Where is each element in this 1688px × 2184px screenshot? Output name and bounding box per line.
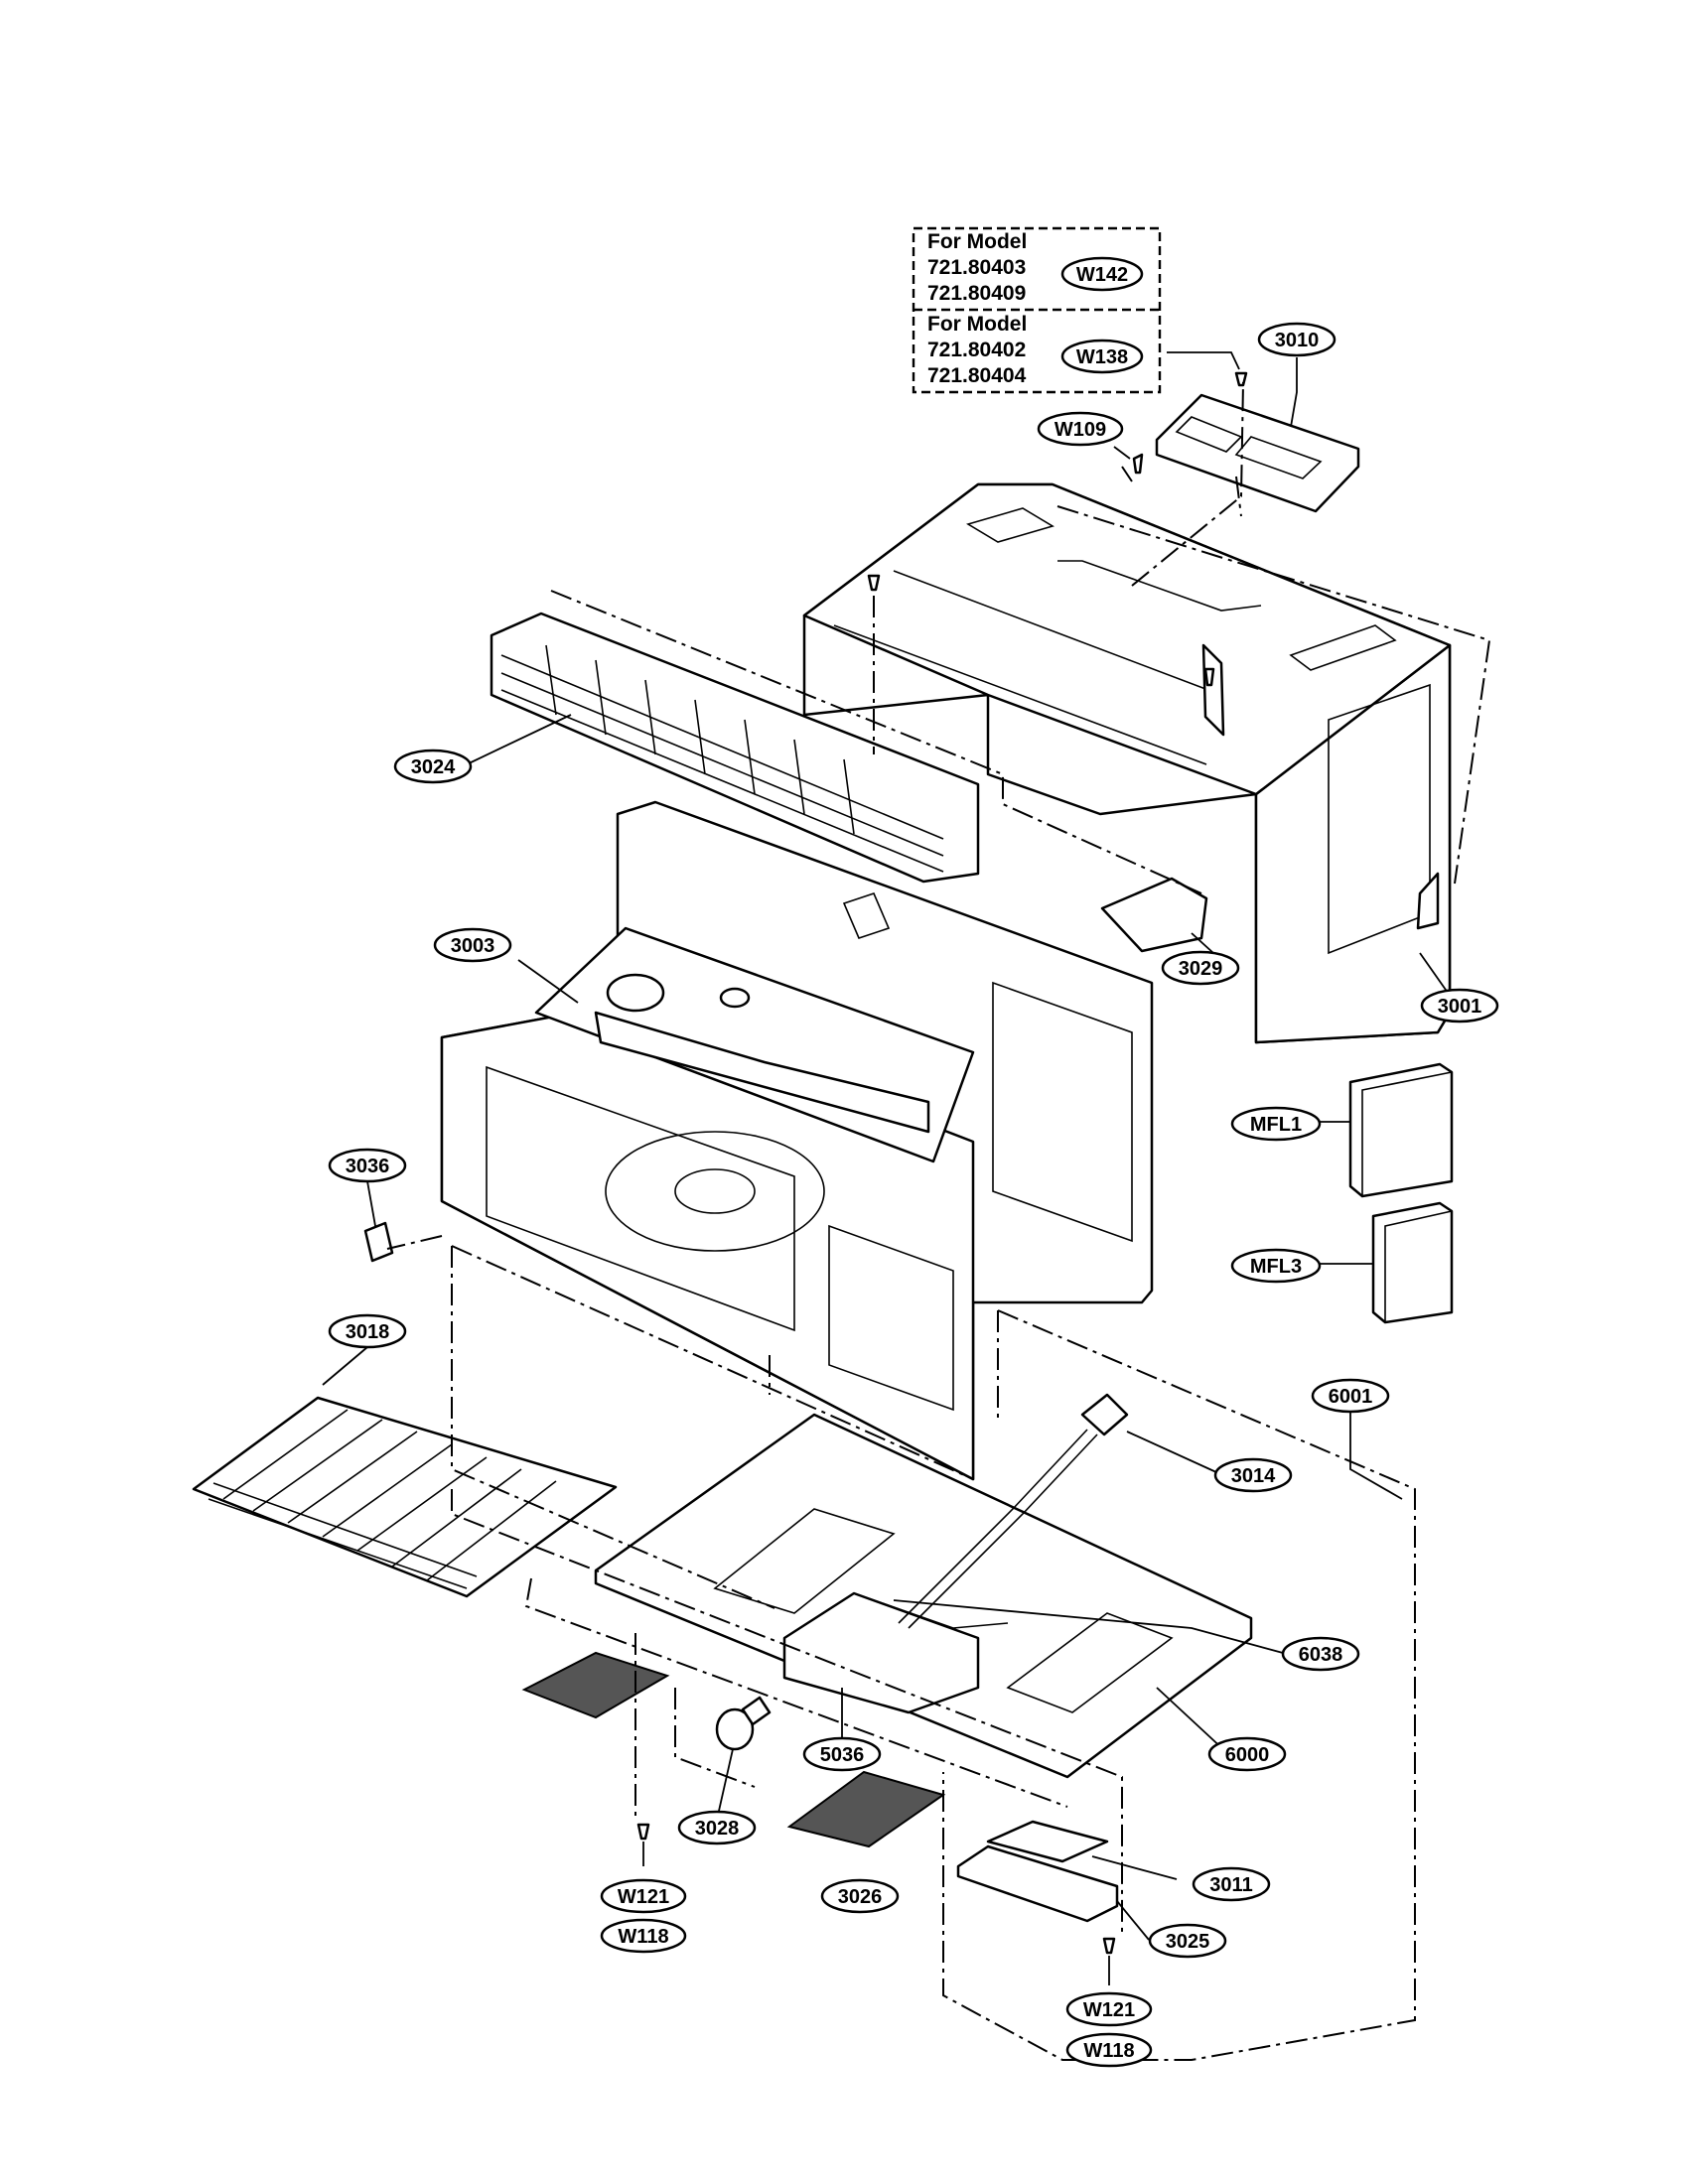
svg-text:3018: 3018 — [346, 1321, 390, 1343]
svg-text:6000: 6000 — [1225, 1744, 1270, 1766]
leader-lines — [322, 351, 1454, 1985]
rack-3018 — [192, 1396, 618, 1598]
model-note-box: For Model 721.80403 721.80409 For Model … — [912, 226, 1162, 394]
model-number: 721.80409 — [927, 282, 1026, 305]
callout-3025: 3025 — [1148, 1923, 1227, 1959]
svg-text:3011: 3011 — [1209, 1874, 1252, 1896]
latch-3036 — [363, 1221, 394, 1263]
callout-3029: 3029 — [1161, 950, 1240, 986]
callout-w109: W109 — [1037, 411, 1124, 447]
svg-text:3003: 3003 — [451, 935, 495, 957]
filter-3026 — [786, 1770, 946, 1848]
svg-text:W118: W118 — [1083, 2040, 1134, 2062]
svg-text:3029: 3029 — [1179, 958, 1223, 980]
svg-text:3024: 3024 — [411, 756, 456, 778]
filter-left — [521, 1651, 670, 1719]
callout-3014: 3014 — [1213, 1457, 1293, 1493]
assembly-guide-lines — [386, 381, 1491, 2061]
callout-5036: 5036 — [802, 1736, 882, 1772]
harness-3014 — [1080, 1393, 1129, 1436]
callout-3003: 3003 — [433, 927, 512, 963]
svg-text:6001: 6001 — [1329, 1386, 1373, 1408]
callout-3026: 3026 — [820, 1878, 900, 1914]
top-plate-3010 — [1155, 393, 1360, 513]
lamp-cover-3025 — [956, 1844, 1119, 1923]
manual-mfl3 — [1371, 1201, 1454, 1324]
outer-case-3001 — [802, 482, 1452, 1044]
bracket-3029 — [1100, 877, 1208, 953]
svg-text:W118: W118 — [618, 1926, 668, 1948]
harness-wire — [898, 1429, 1098, 1629]
svg-text:W138: W138 — [1076, 346, 1128, 368]
grille-3024 — [490, 612, 980, 884]
callout-6000: 6000 — [1207, 1736, 1287, 1772]
model-number: 721.80403 — [927, 256, 1026, 279]
callout-6038: 6038 — [1281, 1636, 1360, 1672]
callout-w121-left: W121 — [600, 1878, 687, 1914]
callout-w118-left: W118 — [600, 1918, 687, 1954]
callout-w121-right: W121 — [1065, 1991, 1153, 2027]
callout-mfl1: MFL1 — [1230, 1106, 1322, 1142]
callout-3010: 3010 — [1257, 322, 1336, 357]
svg-text:3028: 3028 — [695, 1818, 740, 1840]
screw-icons — [636, 371, 1248, 1955]
svg-text:W121: W121 — [1083, 1999, 1135, 2021]
svg-text:W121: W121 — [618, 1886, 669, 1908]
manual-mfl1 — [1348, 1062, 1454, 1198]
svg-text:6038: 6038 — [1299, 1644, 1343, 1666]
svg-text:3001: 3001 — [1438, 996, 1482, 1018]
svg-text:3010: 3010 — [1275, 330, 1320, 351]
svg-text:W142: W142 — [1076, 264, 1128, 286]
svg-text:3036: 3036 — [346, 1156, 390, 1177]
model-heading-top: For Model — [927, 230, 1027, 253]
svg-text:W109: W109 — [1055, 419, 1106, 441]
model-number: 721.80404 — [927, 364, 1027, 387]
callout-w142: W142 — [1060, 256, 1144, 292]
callout-3028: 3028 — [677, 1810, 757, 1845]
callout-3001: 3001 — [1420, 988, 1499, 1024]
cavity-3003 — [440, 800, 1154, 1481]
lens-3011 — [986, 1820, 1109, 1863]
callout-mfl3: MFL3 — [1230, 1248, 1322, 1284]
callout-3024: 3024 — [393, 749, 473, 784]
svg-text:3025: 3025 — [1166, 1931, 1210, 1953]
callout-3036: 3036 — [328, 1148, 407, 1183]
model-heading-bottom: For Model — [927, 313, 1027, 336]
callout-w118-right: W118 — [1065, 2032, 1153, 2068]
svg-text:3026: 3026 — [838, 1886, 883, 1908]
svg-text:MFL1: MFL1 — [1250, 1114, 1302, 1136]
callout-3011: 3011 — [1192, 1866, 1271, 1902]
svg-text:MFL3: MFL3 — [1250, 1256, 1302, 1278]
svg-text:5036: 5036 — [820, 1744, 865, 1766]
base-plate-6000 — [594, 1413, 1253, 1779]
svg-text:3014: 3014 — [1231, 1465, 1276, 1487]
model-number: 721.80402 — [927, 339, 1026, 361]
callout-6001: 6001 — [1311, 1378, 1390, 1414]
bulb-3028 — [715, 1696, 772, 1751]
callout-w138: W138 — [1060, 339, 1144, 374]
callout-3018: 3018 — [328, 1313, 407, 1349]
